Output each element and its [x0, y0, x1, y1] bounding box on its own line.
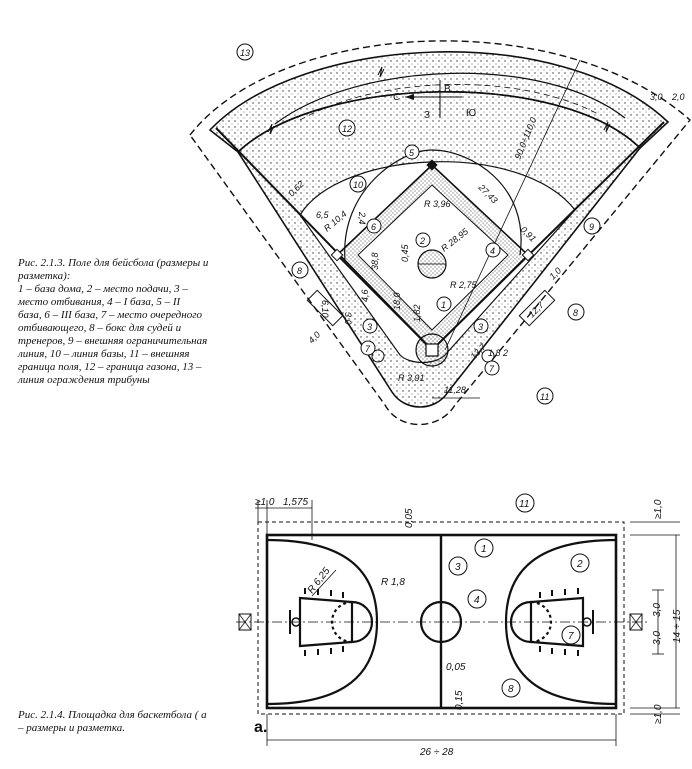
caption-line: разметка):	[18, 270, 71, 282]
svg-text:1: 1	[441, 300, 446, 310]
svg-text:4,6: 4,6	[360, 289, 370, 302]
svg-text:11,28: 11,28	[444, 385, 466, 395]
svg-text:3,0: 3,0	[650, 92, 663, 102]
svg-text:38,8: 38,8	[370, 252, 380, 270]
compass-south: З	[424, 110, 430, 121]
svg-text:6,5: 6,5	[316, 210, 330, 220]
svg-text:0,45: 0,45	[400, 243, 410, 262]
svg-text:8: 8	[573, 308, 578, 318]
svg-text:2: 2	[419, 236, 425, 246]
home-plate	[425, 343, 439, 357]
svg-text:1,82: 1,82	[412, 304, 422, 322]
svg-text:9: 9	[589, 222, 594, 232]
svg-text:4: 4	[490, 246, 495, 256]
stand-fence-line	[189, 40, 691, 426]
svg-text:18,0: 18,0	[392, 292, 402, 310]
svg-text:7: 7	[365, 344, 371, 354]
caption-line: 1 – база дома, 2 – место подачи, 3 –	[18, 283, 188, 295]
caption-line: Рис. 2.1.4. Площадка для баскетбола ( а	[18, 709, 207, 721]
caption-line: отбивающего, 8 – бокс для судей и	[18, 322, 182, 334]
svg-text:3: 3	[478, 322, 483, 332]
svg-text:8: 8	[297, 266, 302, 276]
caption-line: – размеры и разметка.	[18, 722, 125, 734]
caption-line: место отбивания, 4 – I база, 5 – II	[18, 296, 181, 308]
svg-text:1,0: 1,0	[547, 265, 563, 281]
caption-line: база, 6 – III база, 7 – место очередного	[18, 309, 202, 321]
svg-text:1,8 2: 1,8 2	[488, 348, 508, 358]
svg-text:3,0: 3,0	[343, 312, 353, 325]
caption-line: Рис. 2.1.3. Поле для бейсбола (размеры и	[18, 257, 209, 269]
svg-text:R 2,75: R 2,75	[450, 280, 478, 290]
svg-text:12: 12	[342, 124, 352, 134]
compass-north: С	[393, 92, 400, 103]
svg-text:7: 7	[489, 364, 495, 374]
baseball-callouts: 13 12 5 10 2 6 4 9 8 8 3 3 1 7 7 11	[236, 43, 601, 405]
compass-east: Ю	[466, 108, 476, 119]
basketball-caption: Рис. 2.1.4. Площадка для баскетбола ( а …	[18, 709, 223, 735]
svg-text:10: 10	[353, 180, 363, 190]
caption-line: линия, 10 – линия базы, 11 – внешняя	[18, 348, 190, 360]
compass-west: В	[444, 84, 451, 95]
caption-line: граница поля, 12 – граница газона, 13 –	[18, 361, 202, 373]
caption-line: тренеров, 9 – внешняя ограничительная	[18, 335, 208, 347]
svg-text:2,0: 2,0	[671, 92, 685, 102]
svg-text:12,7: 12,7	[526, 299, 546, 319]
caption-line: линия ограждения трибуны	[18, 374, 150, 386]
svg-text:6,10: 6,10	[320, 300, 330, 318]
svg-text:R 3,96: R 3,96	[424, 199, 451, 209]
svg-text:13: 13	[240, 48, 250, 58]
baseball-caption: Рис. 2.1.3. Поле для бейсбола (размеры и…	[18, 257, 228, 387]
svg-text:2,4: 2,4	[357, 211, 367, 225]
svg-text:3: 3	[367, 322, 372, 332]
svg-text:11: 11	[540, 392, 549, 402]
svg-text:5: 5	[409, 148, 415, 158]
svg-text:6: 6	[371, 222, 376, 232]
svg-text:R 3,91: R 3,91	[398, 373, 425, 383]
svg-text:4,0: 4,0	[306, 329, 322, 345]
